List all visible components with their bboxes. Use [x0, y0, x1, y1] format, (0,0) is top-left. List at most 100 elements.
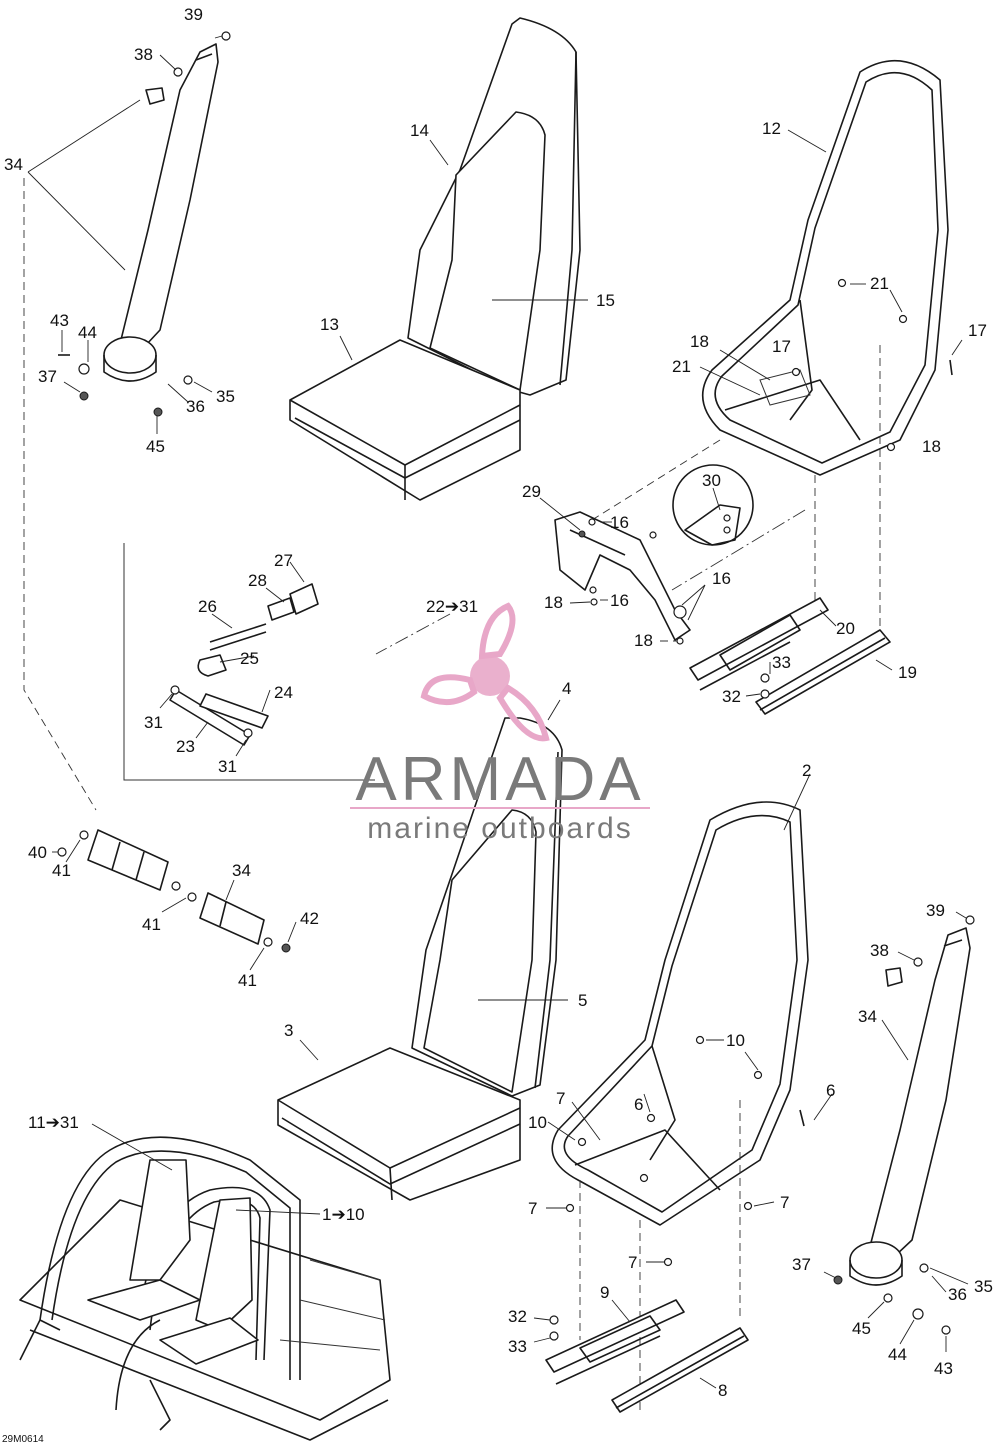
callout-16: 16	[712, 569, 731, 588]
callout-numbers: 39 38 34 43 44 37 35 36 45 14 15 13 12 2…	[4, 5, 993, 1400]
watermark-brand: ARMADA	[355, 745, 644, 814]
callout-11-31: 11➔31	[28, 1113, 79, 1132]
callout-45: 45	[146, 437, 165, 456]
callout-14: 14	[410, 121, 429, 140]
leaders-top-seat	[339, 139, 588, 361]
callout-39: 39	[184, 5, 203, 24]
callout-29: 29	[522, 482, 541, 501]
callout-33: 33	[772, 653, 791, 672]
callout-27: 27	[274, 551, 293, 570]
callout-19: 19	[898, 663, 917, 682]
callout-7: 7	[556, 1089, 565, 1108]
callout-25: 25	[240, 649, 259, 668]
callout-40: 40	[28, 843, 47, 862]
callout-18: 18	[634, 631, 653, 650]
callout-33: 33	[508, 1337, 527, 1356]
callout-21: 21	[672, 357, 691, 376]
callout-21: 21	[870, 274, 889, 293]
callout-16: 16	[610, 513, 629, 532]
callout-36: 36	[948, 1285, 967, 1304]
callout-37: 37	[792, 1255, 811, 1274]
bottom-seat-frame	[551, 801, 809, 1267]
callout-24: 24	[274, 683, 293, 702]
leaders-rails-top	[745, 609, 893, 697]
bottom-seat-cushions	[277, 717, 563, 1201]
callout-1-10: 1➔10	[322, 1205, 365, 1224]
callout-6: 6	[826, 1081, 835, 1100]
callout-18: 18	[922, 437, 941, 456]
watermark-tagline: marine outboards	[367, 812, 632, 845]
callout-17: 17	[968, 321, 987, 340]
callout-7: 7	[528, 1199, 537, 1218]
callout-3: 3	[284, 1021, 293, 1040]
callout-37: 37	[38, 367, 57, 386]
leaders-lower-right-belt	[823, 911, 969, 1352]
callout-36: 36	[186, 397, 205, 416]
callout-31: 31	[218, 757, 237, 776]
callout-18: 18	[544, 593, 563, 612]
figure-code: 29M0614	[2, 1434, 44, 1445]
callout-32: 32	[722, 687, 741, 706]
callout-2: 2	[802, 761, 811, 780]
callout-44: 44	[888, 1345, 907, 1364]
leaders-wiring	[123, 543, 375, 781]
callout-22-31: 22➔31	[426, 597, 478, 616]
callout-35: 35	[216, 387, 235, 406]
callout-41: 41	[142, 915, 161, 934]
leaders-upper-left-belt	[23, 35, 223, 811]
leaders-top-frame	[591, 129, 963, 640]
callout-45: 45	[852, 1319, 871, 1338]
buckles-left	[57, 829, 291, 953]
seatbelt-lower-right	[833, 915, 975, 1335]
propeller-logo-icon	[420, 602, 550, 742]
callout-13: 13	[320, 315, 339, 334]
bracket-29	[554, 464, 754, 645]
slider-rails-top	[689, 597, 891, 715]
slider-rails-bottom	[545, 1299, 749, 1413]
callout-43: 43	[50, 311, 69, 330]
callout-32: 32	[508, 1307, 527, 1326]
callout-39: 39	[926, 901, 945, 920]
callout-35: 35	[974, 1277, 993, 1296]
callout-34: 34	[4, 155, 23, 174]
callout-16: 16	[610, 591, 629, 610]
seatbelt-upper-left	[58, 31, 231, 417]
leaders-buckles	[52, 839, 297, 971]
callout-7: 7	[628, 1253, 637, 1272]
leaders-bottom-seat	[299, 699, 568, 1061]
vehicle-overview	[19, 1136, 391, 1441]
callout-17: 17	[772, 337, 791, 356]
leaders-bracket	[375, 487, 721, 655]
callout-26: 26	[198, 597, 217, 616]
callout-31: 31	[144, 713, 163, 732]
top-seat-frame	[701, 60, 953, 476]
top-seat-cushions	[289, 17, 581, 501]
callout-5: 5	[578, 991, 587, 1010]
callout-15: 15	[596, 291, 615, 310]
callout-30: 30	[702, 471, 721, 490]
callout-34: 34	[232, 861, 251, 880]
callout-9: 9	[600, 1283, 609, 1302]
callout-8: 8	[718, 1381, 727, 1400]
armada-watermark: ARMADA marine outboards	[350, 602, 650, 845]
callout-43: 43	[934, 1359, 953, 1378]
callout-38: 38	[870, 941, 889, 960]
leaders-bottom-frame	[546, 773, 833, 1410]
callout-12: 12	[762, 119, 781, 138]
callout-7: 7	[780, 1193, 789, 1212]
callout-44: 44	[78, 323, 97, 342]
callout-41: 41	[52, 861, 71, 880]
callout-10: 10	[726, 1031, 745, 1050]
callout-4: 4	[562, 679, 571, 698]
leaders-vehicle	[91, 1123, 321, 1215]
callout-20: 20	[836, 619, 855, 638]
callout-10: 10	[528, 1113, 547, 1132]
callout-38: 38	[134, 45, 153, 64]
callout-6: 6	[634, 1095, 643, 1114]
callout-41: 41	[238, 971, 257, 990]
wiring-parts	[169, 583, 319, 746]
callout-18: 18	[690, 332, 709, 351]
callout-23: 23	[176, 737, 195, 756]
callout-42: 42	[300, 909, 319, 928]
